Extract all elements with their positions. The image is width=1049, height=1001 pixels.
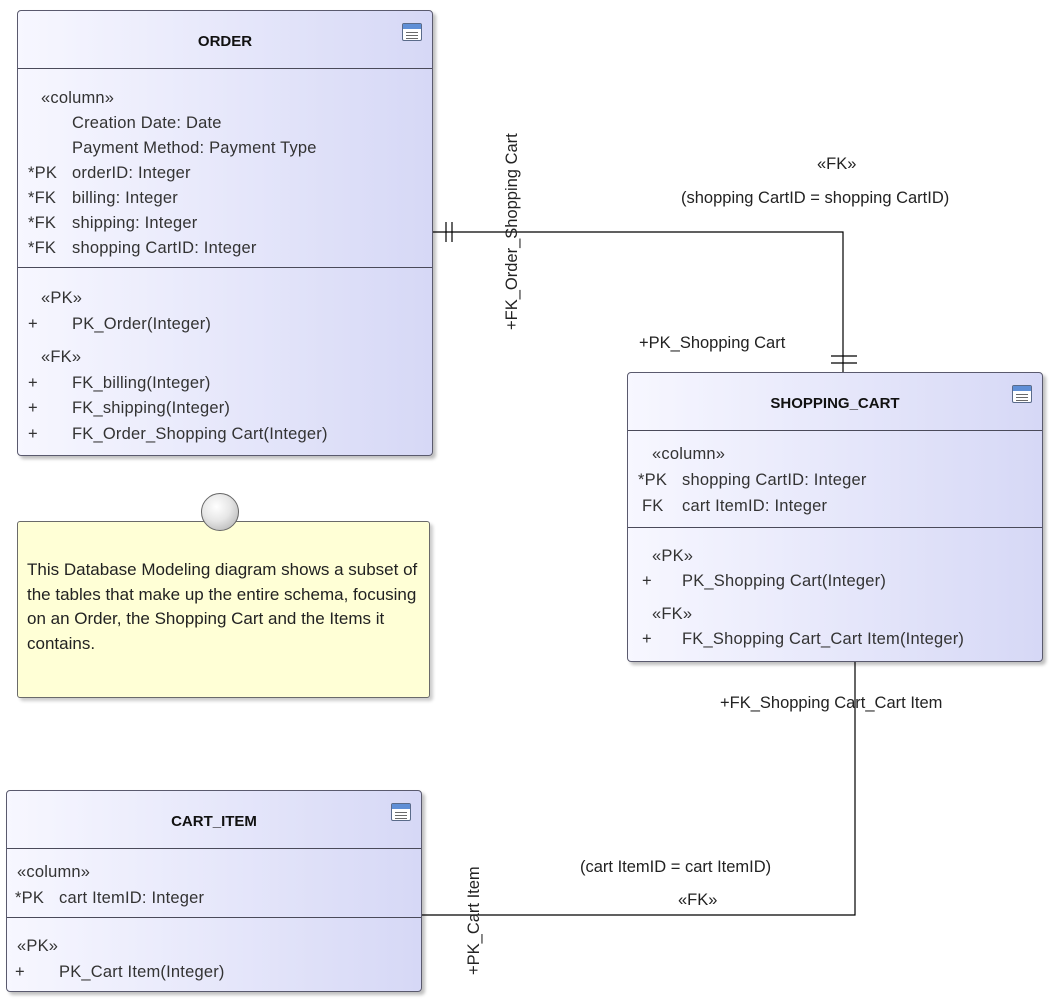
op-pk-cart-item: PK_Cart Item(Integer) (59, 963, 225, 981)
order-table[interactable]: ORDER «column» Creation Date: Date Payme… (17, 10, 433, 456)
note-pin-icon (201, 493, 239, 531)
column-prefix: *PK (15, 889, 45, 907)
column-stereotype: «column» (17, 863, 91, 881)
column-shopping-cart-id: shopping CartID: Integer (682, 471, 867, 489)
column-creation-date: Creation Date: Date (72, 114, 222, 132)
table-icon (1012, 385, 1032, 403)
pk-stereotype: «PK» (652, 547, 694, 565)
op-fk-billing: FK_billing(Integer) (72, 374, 211, 392)
op-prefix: + (28, 399, 38, 417)
op-fk-shipping: FK_shipping(Integer) (72, 399, 231, 417)
table-title: ORDER (197, 33, 253, 50)
join-condition-label: (shopping CartID = shopping CartID) (681, 189, 950, 207)
table-title: SHOPPING_CART (770, 395, 900, 412)
column-order-id: orderID: Integer (72, 164, 191, 182)
fk-stereotype-label: «FK» (817, 155, 857, 173)
connector-order-shopping-cart (432, 231, 844, 372)
column-cart-item-id: cart ItemID: Integer (59, 889, 205, 907)
shopping-cart-table[interactable]: SHOPPING_CART «column» *PK shopping Cart… (627, 372, 1043, 662)
column-prefix: *FK (28, 189, 57, 207)
column-prefix: *PK (638, 471, 668, 489)
section-divider (18, 267, 432, 268)
op-prefix: + (642, 572, 652, 590)
section-divider (7, 917, 421, 918)
column-shopping-cart-id: shopping CartID: Integer (72, 239, 257, 257)
note-text: This Database Modeling diagram shows a s… (27, 560, 418, 653)
section-divider (628, 527, 1042, 528)
cart-item-table[interactable]: CART_ITEM «column» *PK cart ItemID: Inte… (6, 790, 422, 992)
source-role-label: +FK_Shopping Cart_Cart Item (720, 694, 943, 712)
table-icon (391, 803, 411, 821)
column-prefix: *FK (28, 239, 57, 257)
pk-stereotype: «PK» (41, 289, 83, 307)
op-fk-shopping-cart-cart-item: FK_Shopping Cart_Cart Item(Integer) (682, 630, 965, 648)
table-header: CART_ITEM (7, 791, 421, 849)
op-prefix: + (28, 425, 38, 443)
op-prefix: + (642, 630, 652, 648)
table-title: CART_ITEM (171, 813, 257, 830)
diagram-note[interactable]: This Database Modeling diagram shows a s… (17, 521, 430, 698)
op-prefix: + (28, 315, 38, 333)
op-pk-order: PK_Order(Integer) (72, 315, 212, 333)
op-pk-shopping-cart: PK_Shopping Cart(Integer) (682, 572, 887, 590)
fk-stereotype: «FK» (652, 605, 693, 623)
column-billing: billing: Integer (72, 189, 178, 207)
table-icon (402, 23, 422, 41)
fk-stereotype-label: «FK» (678, 891, 718, 909)
join-condition-label: (cart ItemID = cart ItemID) (580, 858, 772, 876)
column-prefix: *PK (28, 164, 58, 182)
column-stereotype: «column» (652, 445, 726, 463)
op-prefix: + (15, 963, 25, 981)
source-role-label: +FK_Order_Shopping Cart (503, 133, 521, 330)
column-payment-method: Payment Method: Payment Type (72, 139, 317, 157)
target-role-label: +PK_Shopping Cart (639, 334, 786, 352)
column-stereotype: «column» (41, 89, 115, 107)
table-header: ORDER (18, 11, 432, 69)
column-cart-item-id: cart ItemID: Integer (682, 497, 828, 515)
column-shipping: shipping: Integer (72, 214, 198, 232)
column-prefix: FK (642, 497, 664, 515)
column-prefix: *FK (28, 214, 57, 232)
op-fk-order-shopping-cart: FK_Order_Shopping Cart(Integer) (72, 425, 328, 443)
table-header: SHOPPING_CART (628, 373, 1042, 431)
connector-cart-cart-item (420, 661, 856, 916)
fk-stereotype: «FK» (41, 348, 82, 366)
pk-stereotype: «PK» (17, 937, 59, 955)
op-prefix: + (28, 374, 38, 392)
target-role-label: +PK_Cart Item (465, 866, 483, 975)
